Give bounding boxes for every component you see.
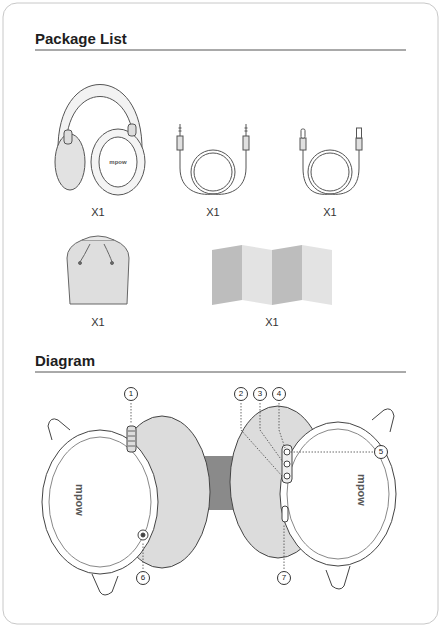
audio-cable-illustration: [177, 124, 249, 194]
callout-number: 5: [374, 445, 388, 459]
leader-lines: [131, 403, 373, 569]
callout-number: 6: [136, 571, 150, 585]
callout-number: 4: [272, 387, 286, 401]
page-frame: [3, 3, 438, 624]
pouch-illustration: [67, 236, 129, 304]
headphones-illustration: [55, 85, 145, 196]
manual-illustration: [212, 245, 332, 305]
section-heading: Diagram: [35, 352, 95, 370]
quantity-label: X1: [91, 206, 104, 219]
brand-logo: mpow: [356, 474, 368, 506]
callout-number: 7: [277, 571, 291, 585]
quantity-label: X1: [323, 206, 336, 219]
brand-logo: mpow: [109, 159, 126, 166]
headphone-diagram: [42, 406, 396, 595]
quantity-label: X1: [91, 316, 104, 329]
heading-rule: [35, 372, 406, 373]
brand-logo: mpow: [74, 484, 86, 516]
callout-number: 3: [253, 387, 267, 401]
quantity-label: X1: [265, 316, 278, 329]
callout-number: 2: [234, 387, 248, 401]
page-heading: Package List: [35, 30, 127, 48]
usb-cable-illustration: [300, 128, 362, 194]
heading-rule: [35, 50, 406, 51]
callout-number: 1: [124, 387, 138, 401]
quantity-label: X1: [206, 206, 219, 219]
